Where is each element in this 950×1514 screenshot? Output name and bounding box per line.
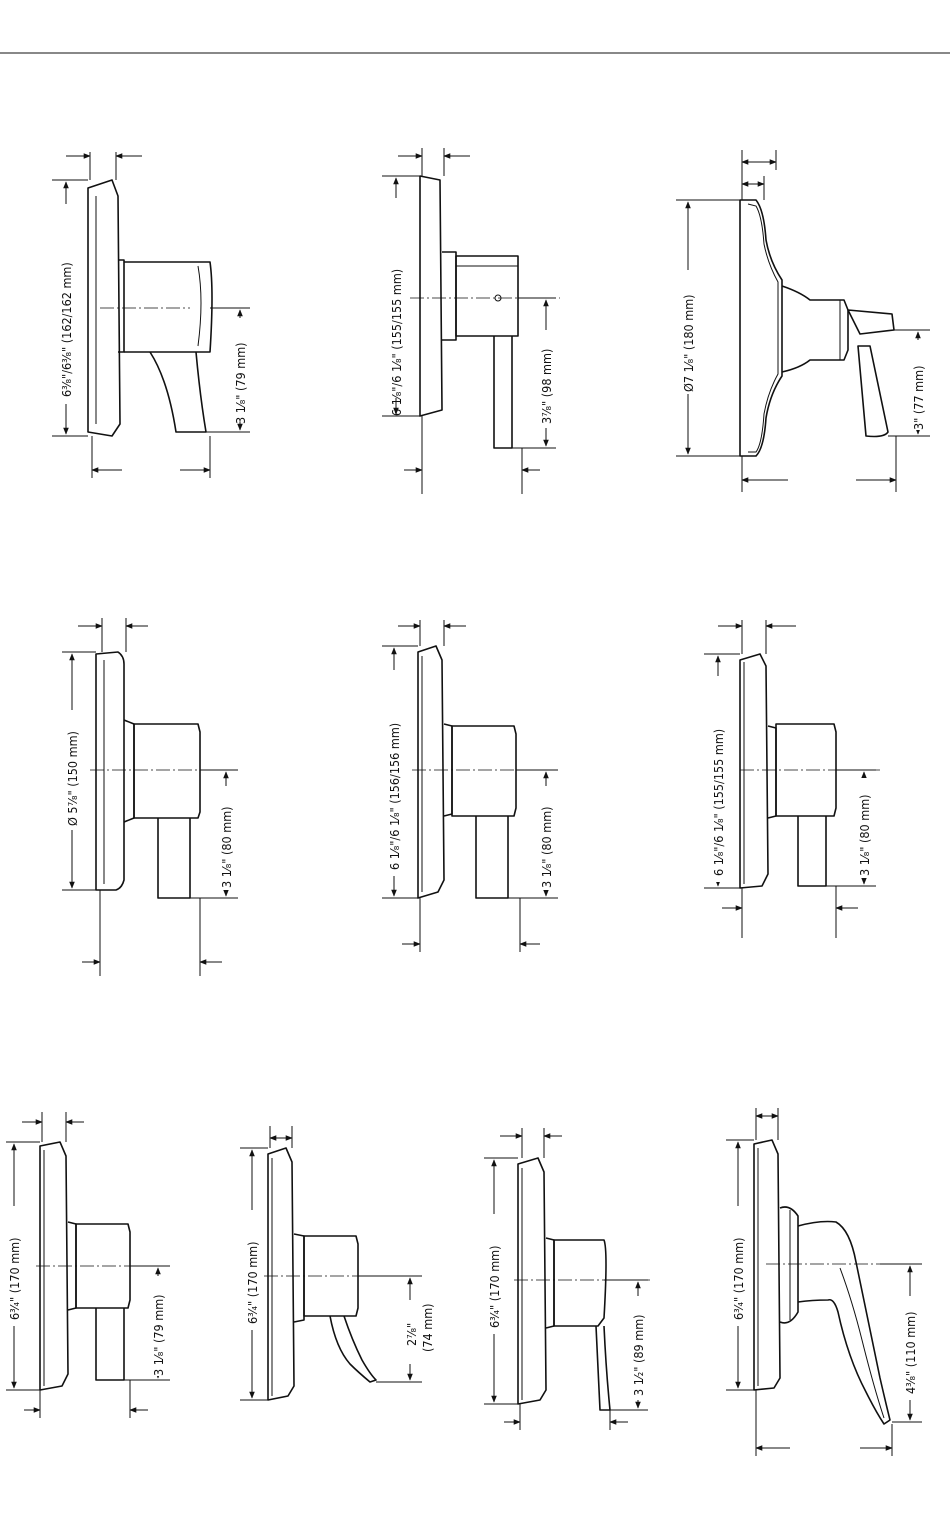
drawing-8-depth-label-2: (74 mm): [420, 1303, 435, 1352]
drawing-5: 6 1⁄₈"/6 1⁄₈" (156/156 mm) 3 1⁄₈" (80 mm…: [382, 620, 560, 952]
drawing-7-height-label: 6³⁄₄" (170 mm): [7, 1238, 22, 1321]
drawing-9: 6³⁄₄" (170 mm) 3 1⁄₂" (89 mm): [484, 1128, 650, 1430]
drawing-7-depth-label: 3 1⁄₈" (79 mm): [151, 1294, 166, 1376]
drawing-6-height-label: 6 1⁄₈"/6 1⁄₈" (155/155 mm): [711, 729, 726, 876]
drawing-10: 6³⁄₄" (170 mm) 4³⁄₈" (110 mm): [726, 1108, 922, 1456]
drawing-1: 6³⁄₈"/6³⁄₈" (162/162 mm) 3 1⁄₈" (79 mm): [52, 152, 250, 478]
drawing-8: 6³⁄₄" (170 mm) 2⁷⁄₈" (74 mm): [240, 1126, 438, 1401]
drawing-8-depth-label-1: 2⁷⁄₈": [404, 1323, 419, 1346]
drawing-6: 6 1⁄₈"/6 1⁄₈" (155/155 mm) 3 1⁄₈" (80 mm…: [704, 620, 880, 938]
drawing-8-height-label: 6³⁄₄" (170 mm): [245, 1242, 260, 1325]
drawing-4-height-label: Ø 5⁷⁄₈" (150 mm): [65, 731, 80, 826]
drawing-4: Ø 5⁷⁄₈" (150 mm) 3 1⁄₈" (80 mm): [62, 618, 238, 976]
drawing-9-depth-label: 3 1⁄₂" (89 mm): [631, 1314, 646, 1396]
drawing-6-depth-label: 3 1⁄₈" (80 mm): [857, 794, 872, 876]
drawing-10-depth-label: 4³⁄₈" (110 mm): [903, 1312, 918, 1395]
drawing-5-height-label: 6 1⁄₈"/6 1⁄₈" (156/156 mm): [387, 723, 402, 870]
drawing-2-height-label: 6 1⁄₈"/6 1⁄₈" (155/155 mm): [389, 269, 404, 416]
drawing-9-height-label: 6³⁄₄" (170 mm): [487, 1246, 502, 1329]
drawing-2: 6 1⁄₈"/6 1⁄₈" (155/155 mm) 3⁷⁄₈" (98 mm): [382, 148, 560, 494]
drawing-10-height-label: 6³⁄₄" (170 mm): [731, 1238, 746, 1321]
drawing-3-height-label: Ø7 1⁄₈" (180 mm): [681, 294, 696, 392]
drawing-1-height-label: 6³⁄₈"/6³⁄₈" (162/162 mm): [59, 262, 74, 397]
drawing-2-depth-label: 3⁷⁄₈" (98 mm): [539, 349, 554, 424]
drawing-4-depth-label: 3 1⁄₈" (80 mm): [219, 806, 234, 888]
drawing-3: Ø7 1⁄₈" (180 mm) 3" (77 mm): [676, 150, 930, 492]
drawing-1-depth-label: 3 1⁄₈" (79 mm): [233, 342, 248, 424]
drawing-7: 6³⁄₄" (170 mm) 3 1⁄₈" (79 mm): [6, 1112, 170, 1418]
drawing-3-depth-label: 3" (77 mm): [911, 366, 926, 430]
drawing-5-depth-label: 3 1⁄₈" (80 mm): [539, 806, 554, 888]
